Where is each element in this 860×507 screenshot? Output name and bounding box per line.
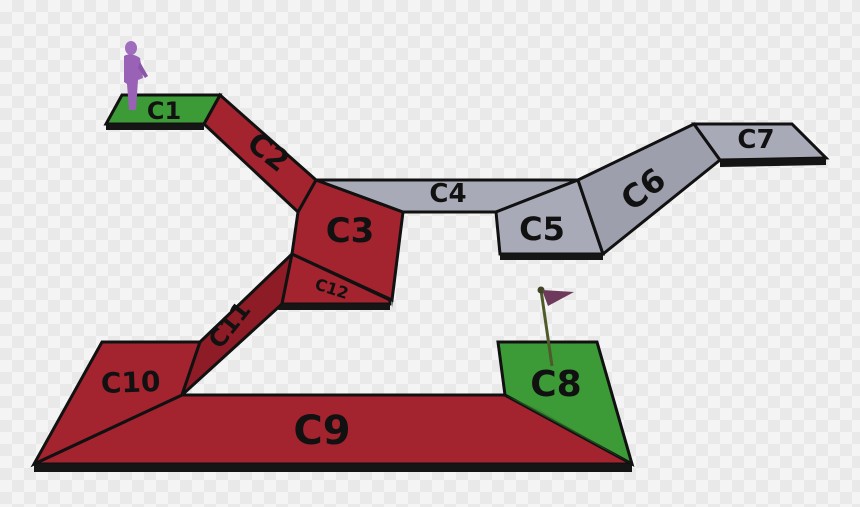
tile-label-c4: C4 <box>429 179 466 209</box>
tile-c1[interactable]: C1 <box>106 95 220 130</box>
tile-label-c7: C7 <box>737 125 774 155</box>
tile-c6[interactable]: C6 <box>578 124 720 254</box>
tile-c2[interactable]: C2 <box>204 95 316 212</box>
tile-label-c10: C10 <box>100 365 161 400</box>
tile-label-c9: C9 <box>293 408 350 454</box>
tile-label-c3: C3 <box>326 211 375 251</box>
tile-label-c5: C5 <box>519 210 565 248</box>
tile-label-c8: C8 <box>530 364 581 405</box>
tile-label-c1: C1 <box>147 97 181 125</box>
tile-c11[interactable]: C11 <box>182 254 292 395</box>
